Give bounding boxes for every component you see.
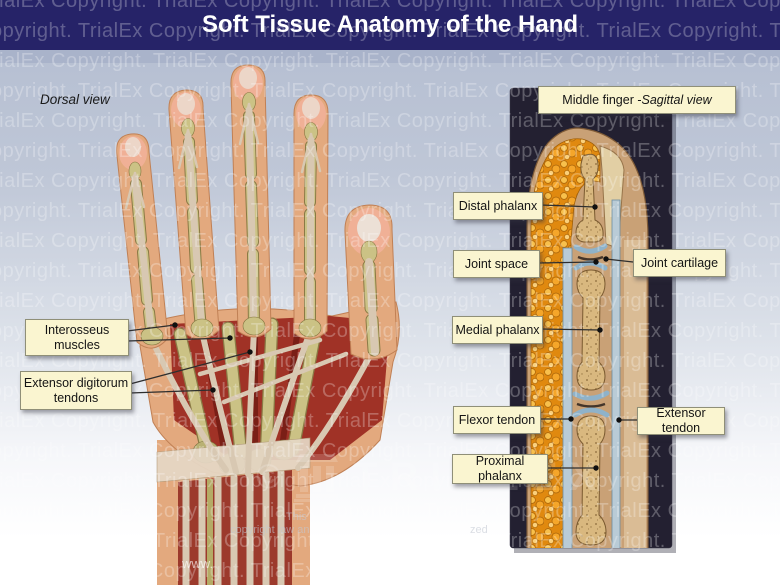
wrist-tendons <box>182 468 285 585</box>
fineprint-fragment-2: copyright law an <box>230 524 310 536</box>
label-flexor-tendon: Flexor tendon <box>453 406 541 434</box>
extensor-tendon-band <box>611 199 621 548</box>
trialex-column-icon <box>294 454 341 502</box>
finger-cross-section <box>526 127 649 548</box>
label-distal-phalanx: Distal phalanx <box>453 192 543 220</box>
header-accent-band <box>0 50 780 63</box>
hand-illustration <box>116 64 400 585</box>
dorsal-view-caption: Dorsal view <box>40 92 110 107</box>
proximal-phalanx-bone <box>575 415 607 546</box>
sagittal-caption-prefix: Middle finger - <box>562 92 642 107</box>
label-joint-cartilage: Joint cartilage <box>633 249 726 277</box>
distal-phalanx-bone <box>575 153 604 243</box>
label-extensor-digitorum-tendons: Extensor digitorum tendons <box>20 371 132 410</box>
fineprint-fragment-1: This <box>286 511 307 523</box>
dorsal-skin-band <box>624 240 646 548</box>
finger-middle <box>230 64 272 338</box>
joint-cartilage-caps-dip <box>573 243 608 271</box>
label-extensor-tendon: Extensor tendon <box>637 406 725 435</box>
label-proximal-phalanx: Proximal phalanx <box>452 454 548 484</box>
flexor-tendon-band <box>562 247 573 548</box>
title-bar: Soft Tissue Anatomy of the Hand <box>0 0 780 50</box>
label-medial-phalanx: Medial phalanx <box>452 316 543 344</box>
sagittal-caption-emphasis: Sagittal view <box>641 92 712 107</box>
page-title: Soft Tissue Anatomy of the Hand <box>201 11 579 38</box>
label-interosseus-muscles: Interosseus muscles <box>25 319 129 356</box>
finger-thumb <box>344 204 398 360</box>
extensor-tendons-hand <box>149 327 375 477</box>
joint-cartilage-caps-pip <box>572 390 610 418</box>
fineprint-fragment-url: www. <box>182 556 214 571</box>
fineprint-fragment-3: zed <box>470 524 488 536</box>
label-joint-space: Joint space <box>453 250 540 278</box>
copyright-symbol: © <box>256 457 282 496</box>
sagittal-view-caption: Middle finger - Sagittal view <box>538 86 736 114</box>
